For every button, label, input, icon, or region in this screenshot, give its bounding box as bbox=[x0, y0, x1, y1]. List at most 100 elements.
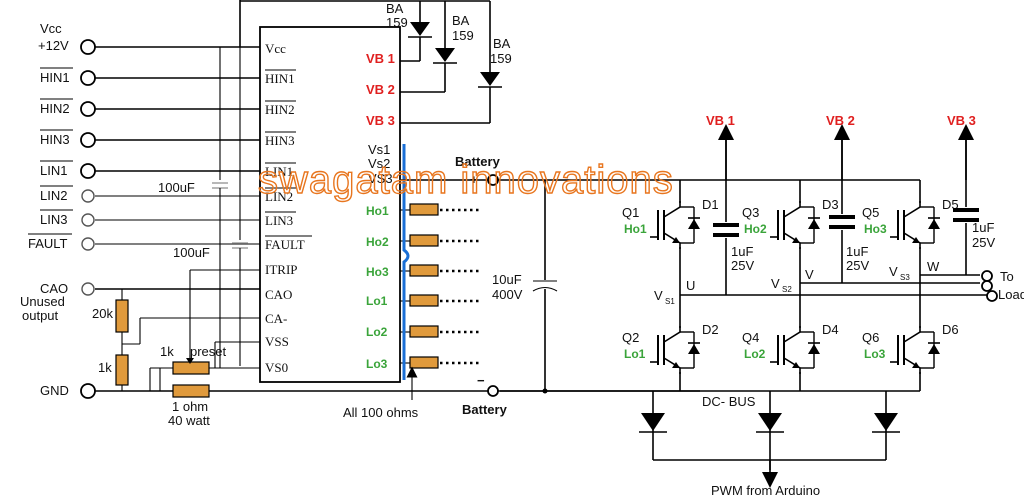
vb2-out-label: VB 2 bbox=[826, 113, 855, 128]
battery-top-label: Battery bbox=[455, 154, 501, 169]
watermark: swagatam innovations bbox=[258, 158, 674, 202]
pin-vss: VSS bbox=[265, 334, 289, 349]
vs1-sub: S1 bbox=[665, 297, 675, 306]
pwm-label: PWM from Arduino bbox=[711, 483, 820, 498]
battery-minus-terminal bbox=[487, 385, 499, 397]
dc-bus: Battery + Battery − 10uF 400V DC- BUS bbox=[400, 154, 920, 417]
pin-ho2: Ho2 bbox=[366, 235, 389, 249]
res-1k-label: 1k bbox=[98, 360, 112, 375]
q-high-2: Q3 bbox=[742, 205, 759, 220]
diode-low-2 bbox=[808, 344, 820, 354]
pin-vb1: VB 1 bbox=[366, 51, 395, 66]
dc-cap-voltage: 400V bbox=[492, 287, 523, 302]
q-low-1: Q2 bbox=[622, 330, 639, 345]
preset-resistor bbox=[172, 361, 210, 375]
vb1-out-label: VB 1 bbox=[706, 113, 735, 128]
diode3-num: 159 bbox=[490, 51, 512, 66]
pin-ca-minus: CA- bbox=[265, 311, 287, 326]
gate-res-ho3 bbox=[409, 264, 439, 277]
bootcap2-value: 1uF bbox=[846, 244, 868, 259]
lin3-terminal bbox=[81, 213, 95, 227]
load-terminal-2 bbox=[981, 280, 993, 292]
phase-w: W bbox=[927, 259, 940, 274]
load-terminal-3 bbox=[986, 290, 998, 302]
cap-100uf-a-label: 100uF bbox=[158, 180, 195, 195]
vs3-node: V bbox=[889, 264, 898, 279]
hin3-terminal bbox=[80, 132, 96, 148]
bootcap1-value: 1uF bbox=[731, 244, 753, 259]
vcc-label: Vcc bbox=[40, 21, 62, 36]
gnd-terminal bbox=[80, 383, 96, 399]
bootcap3-value: 1uF bbox=[972, 220, 994, 235]
lin2-label: LIN2 bbox=[40, 188, 67, 203]
input-terminals: Vcc +12V HIN1 HIN2 HIN3 LIN1 LIN2 LIN3 F… bbox=[20, 21, 700, 399]
phase-v: V bbox=[805, 267, 814, 282]
gate-res-lo2 bbox=[409, 325, 439, 338]
pin-hin3: HIN3 bbox=[265, 133, 295, 148]
all-100-ohms-label: All 100 ohms bbox=[343, 405, 419, 420]
q-low-3: Q6 bbox=[862, 330, 879, 345]
hin2-label: HIN2 bbox=[40, 101, 70, 116]
lin1-terminal bbox=[80, 163, 96, 179]
dc-bus-label: DC- BUS bbox=[702, 394, 756, 409]
pin-vs0: VS0 bbox=[265, 360, 288, 375]
driver-ic: Vcc HIN1 HIN2 HIN3 LIN1 LIN2 LIN3 FAULT … bbox=[259, 26, 401, 383]
resistor-20k bbox=[115, 299, 129, 333]
lin1-label: LIN1 bbox=[40, 163, 67, 178]
gate-resistors: All 100 ohms bbox=[343, 144, 480, 420]
hin2-terminal bbox=[80, 101, 96, 117]
battery-minus: − bbox=[477, 373, 485, 388]
d-low-label-2: D4 bbox=[822, 322, 839, 337]
pin-lin1: LIN1 bbox=[265, 164, 293, 179]
preset-1k-label: 1k bbox=[160, 344, 174, 359]
h-bridge: Q1Ho1D1Q3Ho2D3Q5Ho3D5Q2Lo1D2Q4Lo2D4Q6Lo3… bbox=[622, 113, 1024, 498]
pin-cao: CAO bbox=[265, 287, 292, 302]
d-low-label-3: D6 bbox=[942, 322, 959, 337]
bootcap3-voltage: 25V bbox=[972, 235, 995, 250]
res-40watt-label: 40 watt bbox=[168, 413, 210, 428]
hin1-label: HIN1 bbox=[40, 70, 70, 85]
vcc-terminal bbox=[80, 39, 96, 55]
d-high-label-1: D1 bbox=[702, 197, 719, 212]
gate-high-label-2: Ho2 bbox=[744, 222, 767, 236]
vs2-sub: S2 bbox=[782, 285, 792, 294]
gate-res-lo1 bbox=[409, 294, 439, 307]
vs3-sub: S3 bbox=[900, 273, 910, 282]
gnd-label: GND bbox=[40, 383, 69, 398]
diode3-label: BA bbox=[493, 36, 511, 51]
pin-itrip: ITRIP bbox=[265, 262, 298, 277]
phase-u: U bbox=[686, 278, 695, 293]
pin-vs2: Vs2 bbox=[368, 156, 390, 171]
pin-lo2: Lo2 bbox=[366, 325, 388, 339]
pin-hin1: HIN1 bbox=[265, 71, 295, 86]
d-low-label-1: D2 bbox=[702, 322, 719, 337]
diode1-num: 159 bbox=[386, 15, 408, 30]
gate-low-label-1: Lo1 bbox=[624, 347, 646, 361]
to-label: To bbox=[1000, 269, 1014, 284]
pin-vcc: Vcc bbox=[265, 41, 286, 56]
pin-lin2: LIN2 bbox=[265, 189, 293, 204]
q-high-1: Q1 bbox=[622, 205, 639, 220]
gate-high-label-1: Ho1 bbox=[624, 222, 647, 236]
pin-lin3: LIN3 bbox=[265, 213, 293, 228]
res-20k-label: 20k bbox=[92, 306, 113, 321]
gate-high-label-3: Ho3 bbox=[864, 222, 887, 236]
vb3-out-label: VB 3 bbox=[947, 113, 976, 128]
pin-fault: FAULT bbox=[265, 237, 305, 252]
dc-cap-value: 10uF bbox=[492, 272, 522, 287]
gate-res-ho2 bbox=[409, 234, 439, 247]
diode2-num: 159 bbox=[452, 28, 474, 43]
gate-low-label-2: Lo2 bbox=[744, 347, 766, 361]
pin-vb2: VB 2 bbox=[366, 82, 395, 97]
diode-low-3 bbox=[928, 344, 940, 354]
pin-hin2: HIN2 bbox=[265, 102, 295, 117]
q-low-2: Q4 bbox=[742, 330, 759, 345]
pin-ho3: Ho3 bbox=[366, 265, 389, 279]
gate-res-lo3 bbox=[409, 356, 439, 369]
bootcap2-voltage: 25V bbox=[846, 258, 869, 273]
vcc-voltage-label: +12V bbox=[38, 38, 69, 53]
battery-plus: + bbox=[470, 172, 478, 187]
pin-vb3: VB 3 bbox=[366, 113, 395, 128]
vs2-node: V bbox=[771, 276, 780, 291]
